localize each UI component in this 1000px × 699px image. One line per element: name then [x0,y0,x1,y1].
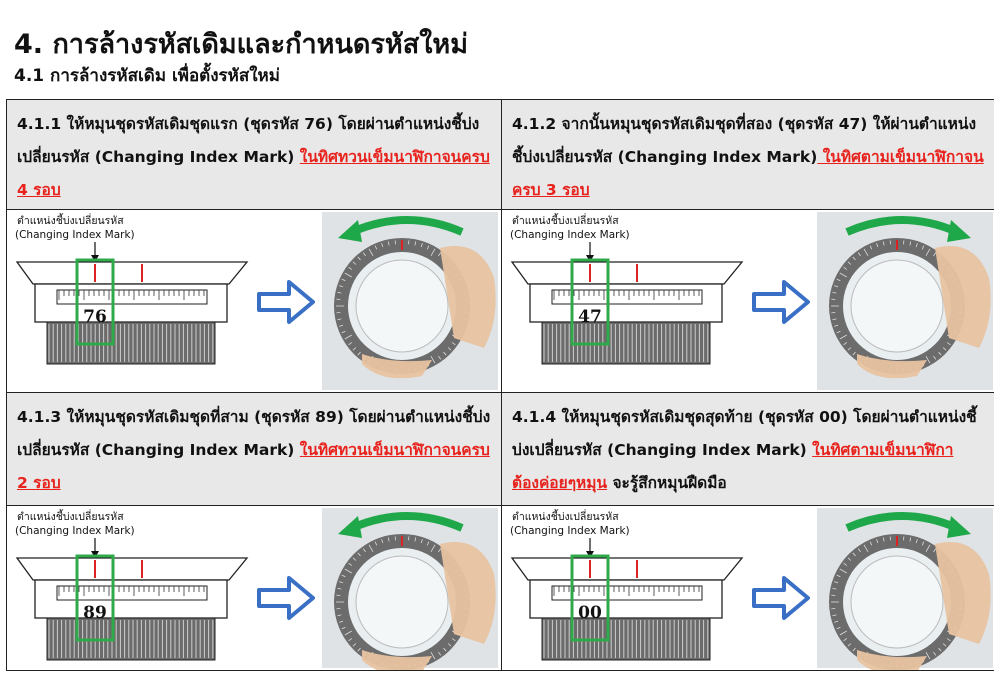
step-2-illustration: ตำแหน่งชี้บ่งเปลี่ยนรหัส (Changing Index … [502,210,994,392]
code-value: 00 [578,603,602,623]
highlight-box [75,554,115,642]
dial-front-view [322,508,498,670]
index-mark-label-en: (Changing Index Mark) [15,525,135,537]
page-subtitle: 4.1 การล้างรหัสเดิม เพื่อตั้งรหัสใหม่ [14,66,280,86]
step-2-text-main: 4.1.2 จากนั้นหมุนชุดรหัสเดิมชุดที่สอง (ช… [512,115,977,166]
step-2-text-highlight: ในทิศตามเข็มนาฬิกาจนครบ 3 รอบ [512,148,984,199]
lock-dial-side-view [510,557,744,619]
column-divider [501,100,502,670]
code-value: 89 [83,603,107,623]
step-1-text: 4.1.1 ให้หมุนชุดรหัสเดิมชุดแรก (ชุดรหัส … [7,100,501,209]
lock-dial-side-view [15,261,249,323]
knurled-dial [46,321,216,365]
knurled-dial [541,617,711,661]
row-divider-3 [7,505,993,506]
index-mark-label-th: ตำแหน่งชี้บ่งเปลี่ยนรหัส [17,213,124,227]
row-divider-2 [7,392,993,393]
step-3-text-main: 4.1.3 ให้หมุนชุดรหัสเดิมชุดที่สาม (ชุดรห… [17,408,491,459]
code-value: 76 [83,307,107,327]
index-mark-label-th: ตำแหน่งชี้บ่งเปลี่ยนรหัส [512,509,619,523]
rotate-counterclockwise-icon [338,216,464,242]
rotate-clockwise-icon [845,512,971,538]
step-3-illustration: ตำแหน่งชี้บ่งเปลี่ยนรหัส (Changing Index … [7,506,501,670]
page-title: 4. การล้างรหัสเดิมและกำหนดรหัสใหม่ [14,29,468,60]
step-4-text-main: 4.1.4 ให้หมุนชุดรหัสเดิมชุดสุดท้าย (ชุดร… [512,408,977,459]
index-mark-label-th: ตำแหน่งชี้บ่งเปลี่ยนรหัส [17,509,124,523]
next-step-arrow-icon [257,280,315,324]
index-mark-label-en: (Changing Index Mark) [510,229,630,241]
step-4-text-post: จะรู้สึกหมุนฝืดมือ [607,474,727,492]
knurled-dial [46,617,216,661]
steps-table: 4.1.1 ให้หมุนชุดรหัสเดิมชุดแรก (ชุดรหัส … [6,99,994,671]
highlight-box [75,258,115,346]
step-1-text-main: 4.1.1 ให้หมุนชุดรหัสเดิมชุดแรก (ชุดรหัส … [17,115,480,166]
step-1-diagram-svg: ตำแหน่งชี้บ่งเปลี่ยนรหัส (Changing Index … [15,212,498,390]
next-step-arrow-icon [752,280,810,324]
step-3-text: 4.1.3 ให้หมุนชุดรหัสเดิมชุดที่สาม (ชุดรห… [7,393,501,505]
next-step-arrow-icon [257,576,315,620]
step-1-text-highlight: ในทิศทวนเข็มนาฬิกาจนครบ 4 รอบ [17,148,490,199]
index-mark-label-en: (Changing Index Mark) [510,525,630,537]
rotate-clockwise-icon [845,216,971,242]
step-4-text: 4.1.4 ให้หมุนชุดรหัสเดิมชุดสุดท้าย (ชุดร… [502,393,994,505]
row-divider-1 [7,209,993,210]
dial-front-view [322,212,498,390]
step-4-illustration: ตำแหน่งชี้บ่งเปลี่ยนรหัส (Changing Index … [502,506,994,670]
rotate-counterclockwise-icon [338,512,464,538]
step-4-text-highlight: ในทิศตามเข็มนาฬิกา ต้องค่อยๆหมุน [512,441,954,492]
code-value: 47 [578,307,602,327]
index-mark-label-th: ตำแหน่งชี้บ่งเปลี่ยนรหัส [512,213,619,227]
knurled-dial [541,321,711,365]
highlight-box [570,554,610,642]
next-step-arrow-icon [752,576,810,620]
step-2-diagram-svg: ตำแหน่งชี้บ่งเปลี่ยนรหัส (Changing Index … [510,212,993,390]
step-3-text-highlight: ในทิศทวนเข็มนาฬิกาจนครบ 2 รอบ [17,441,490,492]
step-4-diagram-svg: ตำแหน่งชี้บ่งเปลี่ยนรหัส (Changing Index … [510,508,993,670]
lock-dial-side-view [510,261,744,323]
lock-dial-side-view [15,557,249,619]
dial-front-view [817,212,993,390]
step-3-diagram-svg: ตำแหน่งชี้บ่งเปลี่ยนรหัส (Changing Index … [15,508,498,670]
highlight-box [570,258,610,346]
step-1-illustration: ตำแหน่งชี้บ่งเปลี่ยนรหัส (Changing Index … [7,210,501,392]
index-mark-label-en: (Changing Index Mark) [15,229,135,241]
step-2-text: 4.1.2 จากนั้นหมุนชุดรหัสเดิมชุดที่สอง (ช… [502,100,994,209]
